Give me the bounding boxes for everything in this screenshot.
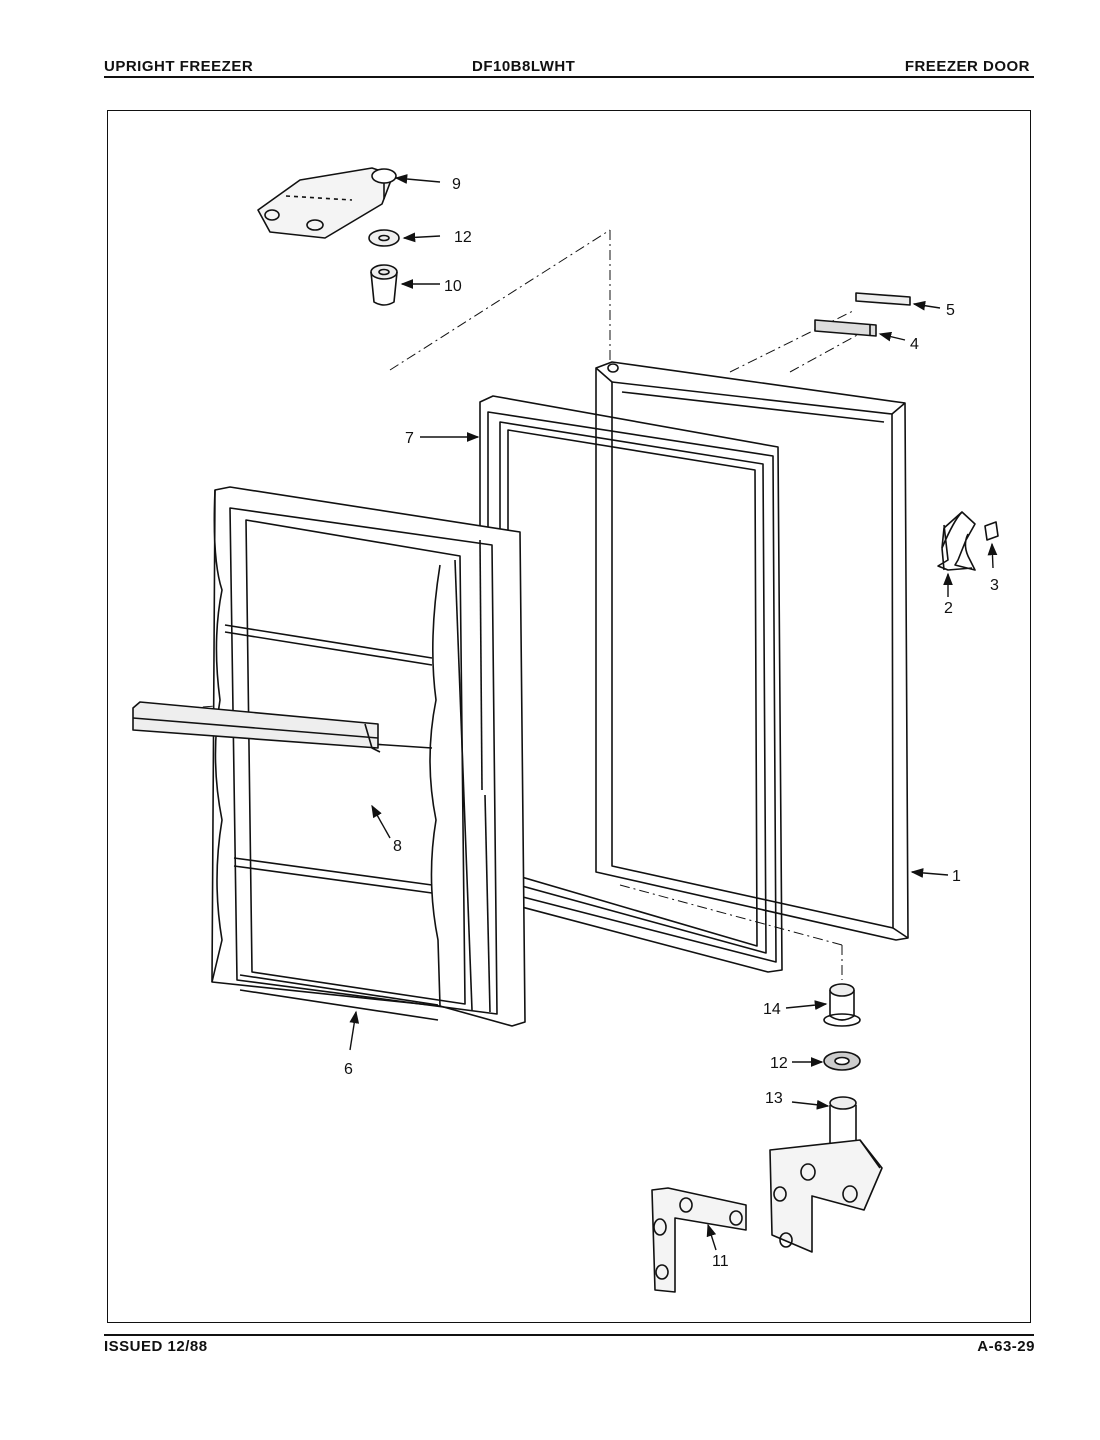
callout-10: 10 bbox=[444, 278, 462, 295]
callout-5: 5 bbox=[946, 302, 955, 319]
handle-end-cap-part bbox=[984, 521, 999, 541]
callout-14: 14 bbox=[763, 1001, 781, 1018]
top-bushing-part bbox=[370, 264, 398, 306]
header-model-number: DF10B8LWHT bbox=[472, 58, 576, 75]
callout-4: 4 bbox=[910, 336, 919, 353]
callout-9: 9 bbox=[452, 176, 461, 193]
bottom-hinge-part bbox=[769, 1096, 883, 1253]
outer-door-panel-part bbox=[595, 361, 909, 941]
callout-11: 11 bbox=[712, 1253, 729, 1270]
lower-washer-part bbox=[823, 1051, 861, 1071]
callout-6: 6 bbox=[344, 1061, 353, 1078]
header-model-type: UPRIGHT FREEZER bbox=[104, 58, 254, 75]
lower-bushing-part bbox=[823, 983, 861, 1027]
callout-8: 8 bbox=[393, 838, 402, 855]
corner-bracket-part bbox=[651, 1187, 747, 1293]
callout-12-top: 12 bbox=[454, 229, 472, 246]
door-handle-part bbox=[937, 511, 976, 571]
top-washer-part bbox=[368, 229, 400, 247]
diagram-frame bbox=[107, 110, 1031, 1323]
assembly-leader-lines bbox=[142, 229, 871, 991]
inner-door-liner-part bbox=[211, 486, 526, 1027]
handle-cap-strip-part bbox=[814, 319, 877, 337]
callout-2: 2 bbox=[944, 600, 953, 617]
callout-1: 1 bbox=[952, 868, 961, 885]
footer-page-code: A-63-29 bbox=[977, 1338, 1035, 1355]
callout-3: 3 bbox=[990, 577, 999, 594]
callout-7: 7 bbox=[405, 430, 414, 447]
callout-arrows bbox=[349, 174, 998, 1251]
trim-strip-part bbox=[855, 292, 911, 306]
door-shelf-bar-part bbox=[132, 701, 381, 753]
callout-13: 13 bbox=[765, 1090, 783, 1107]
top-hinge-part bbox=[257, 167, 397, 239]
callout-12-bottom: 12 bbox=[770, 1055, 788, 1072]
header-section-title: FREEZER DOOR bbox=[904, 58, 1030, 75]
footer-rule bbox=[104, 1334, 1034, 1336]
header-rule bbox=[104, 76, 1034, 78]
footer-issue-date: ISSUED 12/88 bbox=[104, 1338, 208, 1355]
